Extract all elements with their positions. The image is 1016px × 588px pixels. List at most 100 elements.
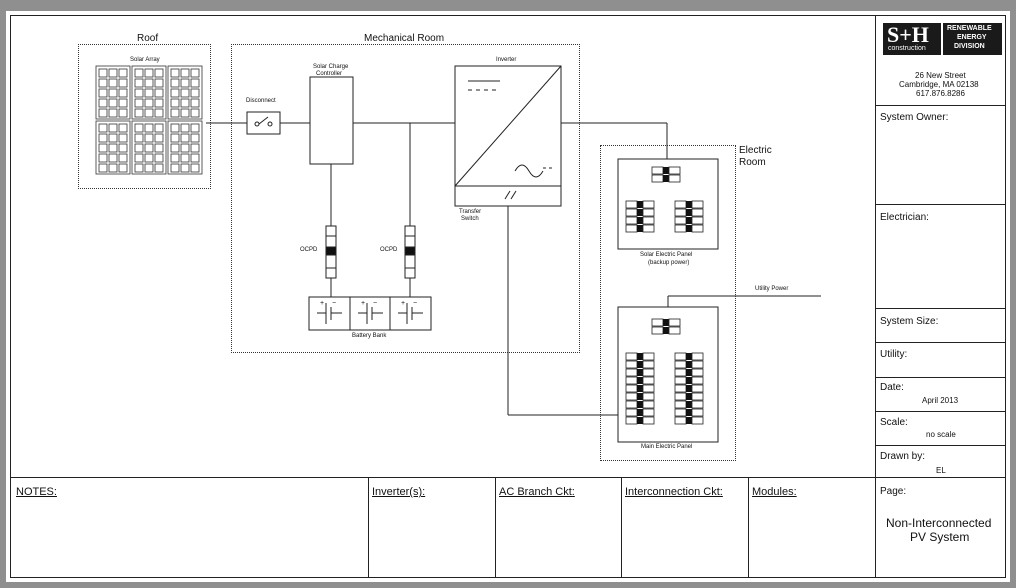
breaker (691, 200, 704, 209)
main-panel-breakers (625, 318, 704, 425)
utility-label: Utility: (880, 349, 908, 360)
solar-cell (118, 88, 128, 98)
transfer-switch-label-2: Switch (461, 216, 479, 222)
solar-cell (170, 123, 180, 133)
breaker (651, 318, 664, 327)
disconnect-switch (246, 111, 281, 135)
division-line-1: RENEWABLE (947, 25, 992, 32)
solar-cell (118, 133, 128, 143)
system-size-label: System Size: (880, 316, 939, 327)
solar-cell (98, 143, 108, 153)
solar-cell (190, 68, 200, 78)
breaker (642, 200, 655, 209)
breaker (668, 318, 681, 327)
solar-cell (170, 143, 180, 153)
solar-cell (134, 98, 144, 108)
division-line-3: DIVISION (954, 43, 985, 50)
electric-room-outline (600, 145, 736, 461)
solar-module (95, 120, 131, 175)
solar-cell (108, 88, 118, 98)
solar-cell (98, 68, 108, 78)
breaker-handle (637, 217, 643, 224)
breaker (691, 224, 704, 233)
scale-value: no scale (926, 430, 956, 439)
breaker-handle (686, 369, 692, 376)
logo-mark: S+H (887, 22, 929, 47)
drawing-sheet: NOTES: Inverter(s): AC Branch Ckt: Inter… (6, 11, 1010, 582)
battery-plus-sign: + (320, 300, 325, 307)
breaker (651, 166, 664, 175)
solar-cell (180, 133, 190, 143)
breaker (674, 200, 687, 209)
solar-module (167, 120, 203, 175)
breaker (691, 216, 704, 225)
solar-array-label: Solar Array (130, 57, 160, 63)
breaker (625, 400, 638, 409)
company-logo (883, 23, 941, 55)
solar-cell (118, 123, 128, 133)
ocpd-left (325, 225, 337, 279)
solar-cell (154, 133, 164, 143)
titleblock-rule (875, 377, 1006, 378)
charge-controller-label-1: Solar Charge (313, 64, 349, 70)
ac-branch-label: AC Branch Ckt: (499, 486, 575, 498)
page-label: Page: (880, 486, 907, 497)
breaker (625, 360, 638, 369)
solar-cell (98, 133, 108, 143)
solar-cell (180, 108, 190, 118)
breaker-handle (686, 361, 692, 368)
inverter-box (454, 65, 562, 207)
breaker (642, 400, 655, 409)
solar-cell (134, 88, 144, 98)
solar-cell (98, 88, 108, 98)
solar-cell (144, 68, 154, 78)
breaker (642, 224, 655, 233)
breaker-handle (637, 209, 643, 216)
solar-cell (190, 143, 200, 153)
breaker-handle (637, 385, 643, 392)
breaker (674, 216, 687, 225)
breaker-handle (637, 353, 643, 360)
breaker-handle (663, 327, 669, 334)
breaker (625, 352, 638, 361)
drawn-by-label: Drawn by: (880, 451, 926, 462)
solar-panel-breakers (625, 166, 704, 233)
breaker (674, 224, 687, 233)
page-title-line-2: PV System (910, 530, 970, 544)
utility-power-label: Utility Power (755, 286, 789, 292)
solar-cell (144, 123, 154, 133)
breaker (668, 326, 681, 335)
solar-cell (118, 143, 128, 153)
breaker-handle (686, 417, 692, 424)
titleblock-rule (875, 204, 1006, 205)
mechanical-room-outline (231, 44, 580, 353)
solar-cell (134, 78, 144, 88)
solar-cell (190, 153, 200, 163)
notes-divider (621, 477, 622, 578)
battery-minus-sign: − (413, 300, 418, 307)
solar-cell (98, 153, 108, 163)
breaker-handle (663, 319, 669, 326)
battery-minus-sign: − (332, 300, 337, 307)
breaker (674, 408, 687, 417)
main-panel-label: Main Electric Panel (641, 444, 693, 450)
breaker (642, 392, 655, 401)
breaker (691, 416, 704, 425)
breaker-handle (686, 377, 692, 384)
breaker (642, 376, 655, 385)
solar-cell (144, 133, 154, 143)
solar-cell (154, 108, 164, 118)
solar-cell (144, 78, 154, 88)
notes-divider (748, 477, 749, 578)
solar-cell (180, 78, 190, 88)
charge-controller-label-2: Controller (316, 71, 343, 77)
breaker-handle (637, 225, 643, 232)
notes-strip (10, 477, 876, 578)
roof-outline (78, 44, 211, 189)
titleblock-rule (875, 342, 1006, 343)
solar-cell (108, 133, 118, 143)
solar-cell (170, 163, 180, 173)
breaker (691, 352, 704, 361)
solar-cell (108, 108, 118, 118)
breaker (674, 368, 687, 377)
